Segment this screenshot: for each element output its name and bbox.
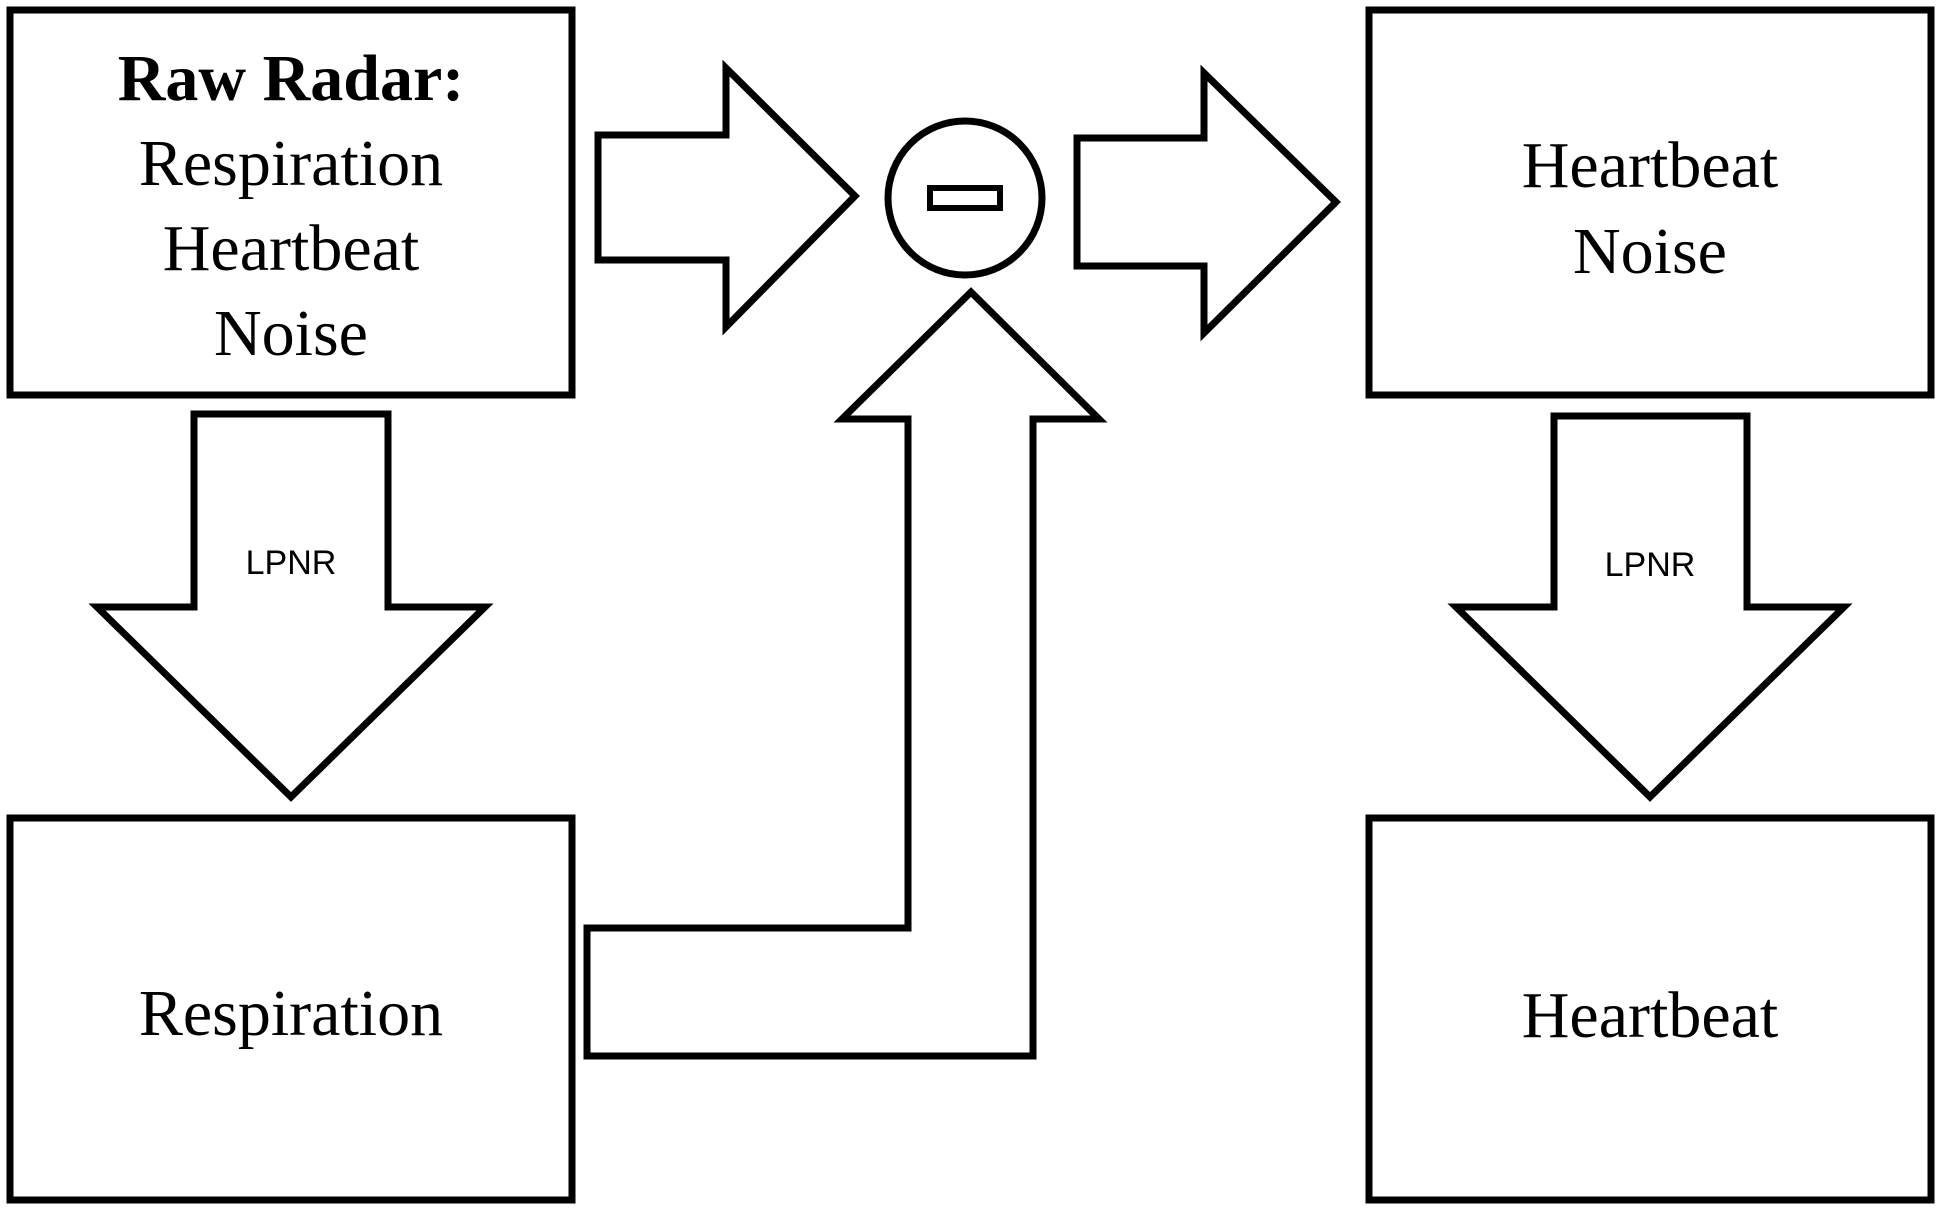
arrow-respiration-to-subtract	[583, 287, 1108, 1060]
left-down-arrow-shape	[88, 410, 494, 802]
residual-line-noise: Noise	[1573, 215, 1727, 288]
subtract-node	[884, 117, 1046, 279]
arrow-raw-to-subtract	[594, 59, 860, 336]
heartbeat-label: Heartbeat	[1522, 979, 1779, 1052]
minus-icon	[927, 185, 1003, 211]
left-lpnr-label: LPNR	[246, 544, 337, 582]
respiration-box: Respiration	[6, 814, 576, 1204]
respiration-label: Respiration	[139, 977, 443, 1050]
heartbeat-box: Heartbeat	[1365, 814, 1935, 1204]
raw-radar-line-heartbeat: Heartbeat	[163, 212, 420, 285]
raw-radar-title: Raw Radar:	[118, 42, 464, 115]
raw-radar-box: Raw Radar: Respiration Heartbeat Noise	[6, 6, 576, 399]
raw-radar-line-noise: Noise	[214, 297, 368, 370]
arrow-subtract-to-residual	[1073, 64, 1341, 342]
left-lpnr-arrow: LPNR	[88, 410, 494, 802]
right-lpnr-label: LPNR	[1605, 546, 1696, 584]
residual-box: Heartbeat Noise	[1365, 6, 1935, 399]
raw-radar-line-respiration: Respiration	[139, 127, 443, 200]
residual-line-heartbeat: Heartbeat	[1522, 129, 1779, 202]
right-lpnr-arrow: LPNR	[1447, 412, 1853, 802]
right-down-arrow-shape	[1447, 412, 1853, 802]
